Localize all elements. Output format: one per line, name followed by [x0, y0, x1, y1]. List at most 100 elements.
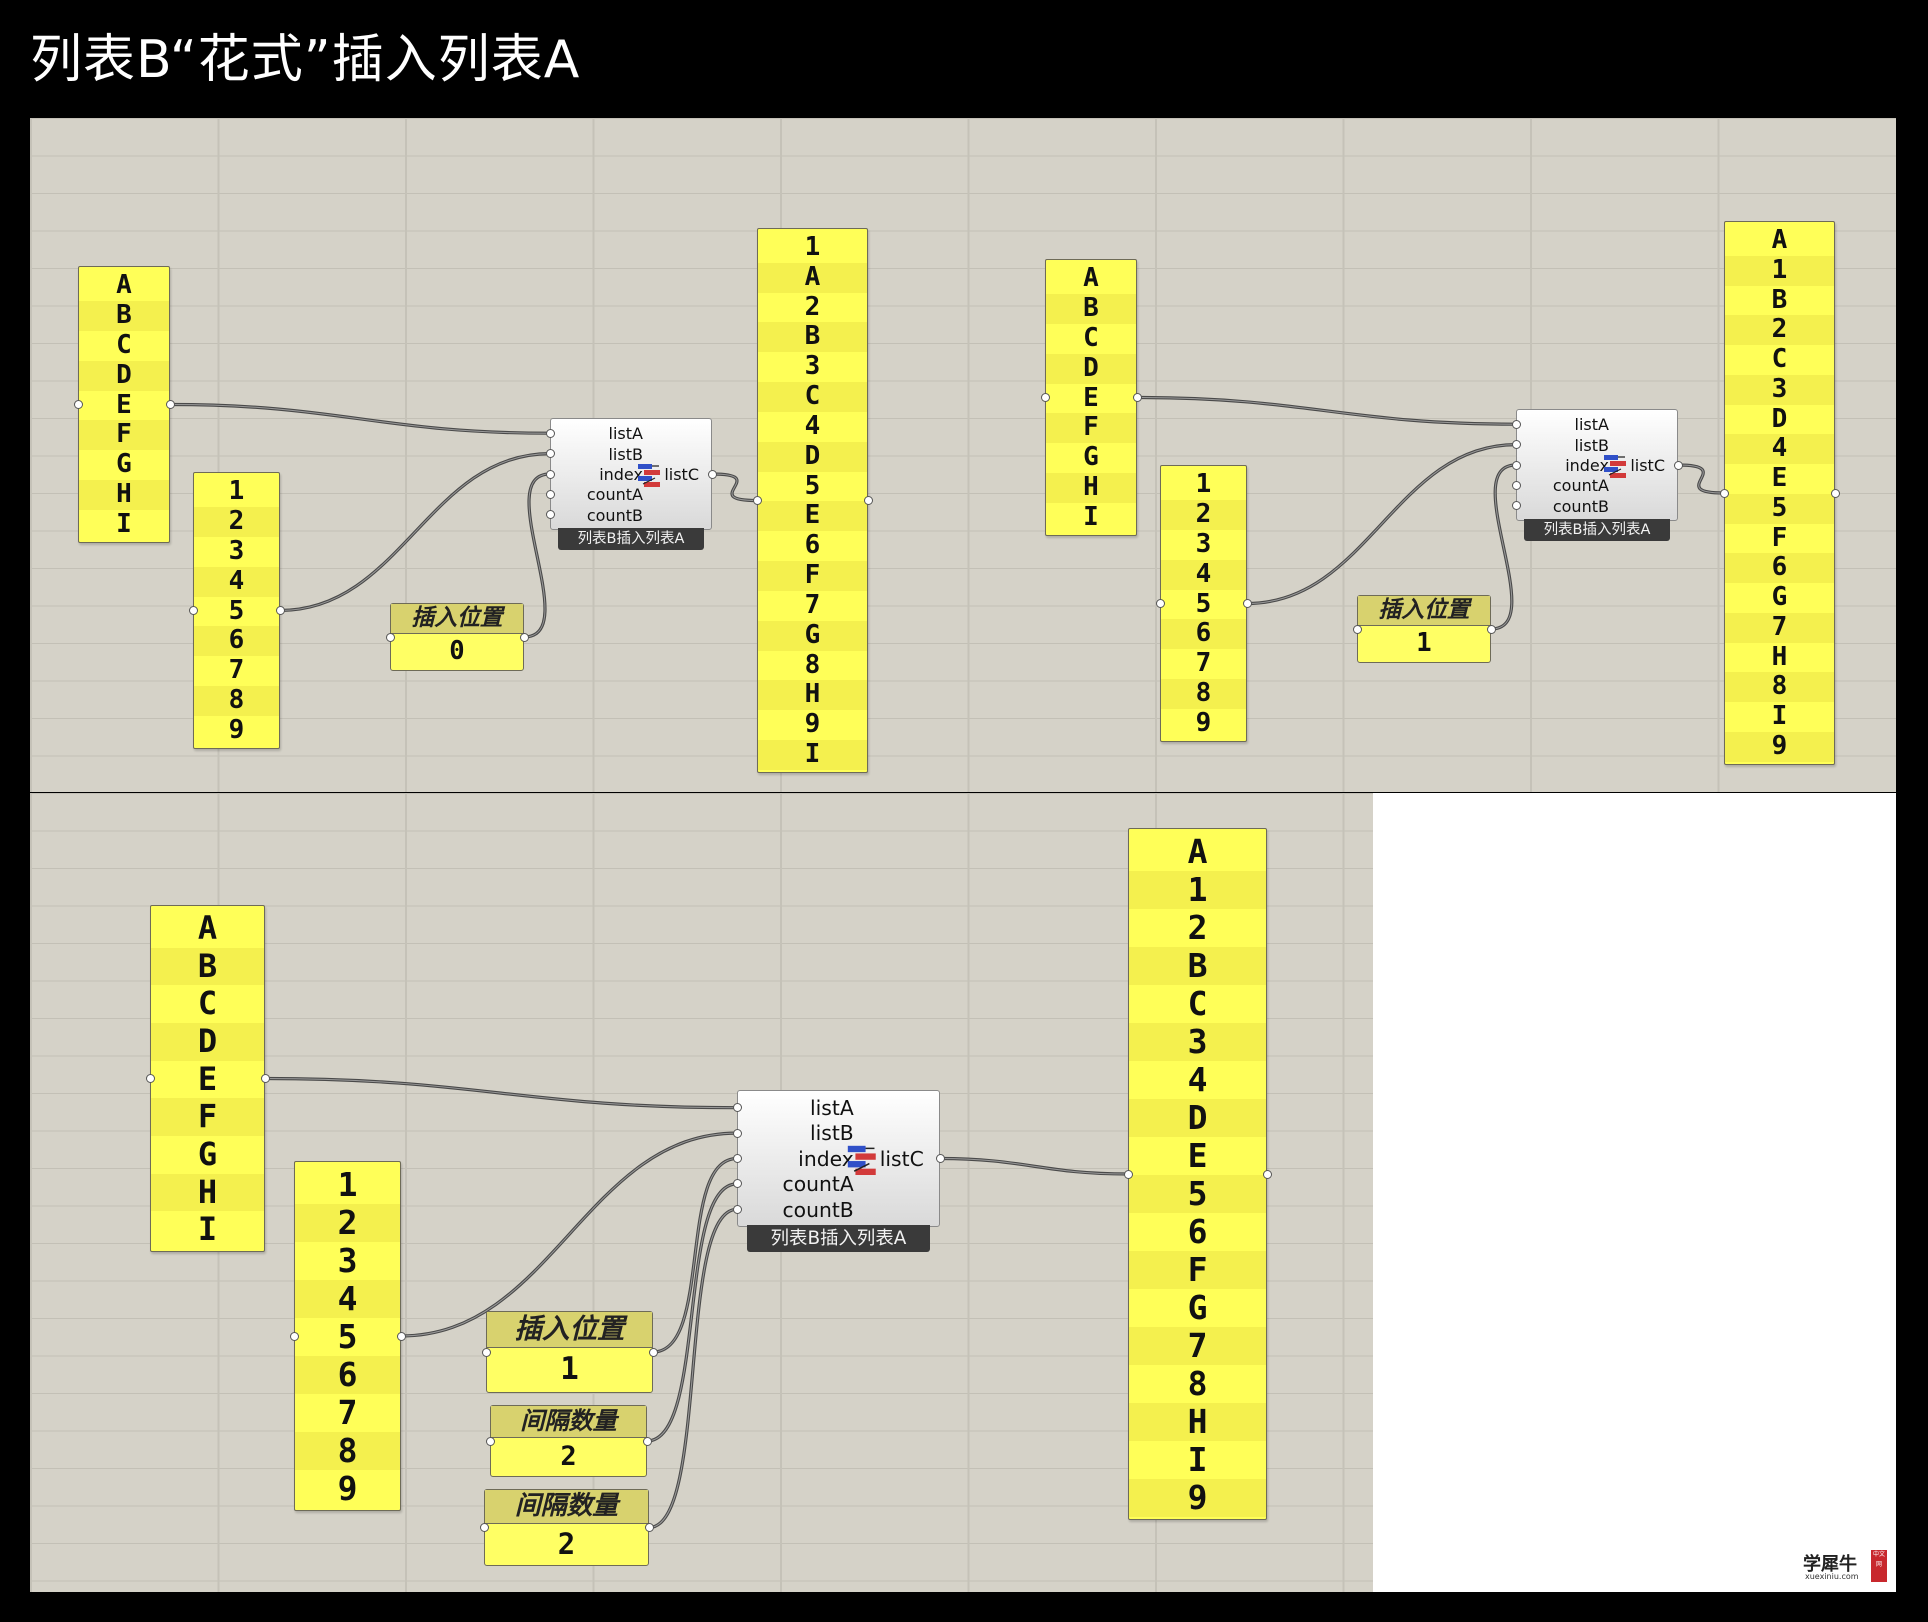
- example-1-slider-1-value: 0: [449, 636, 465, 667]
- example-1-slider-1-output-grip[interactable]: [519, 632, 529, 642]
- example-1-list-b-panel-output-grip[interactable]: [275, 606, 285, 615]
- example-3-input-counta: countA: [782, 1172, 854, 1197]
- example-1-input-lista: listA: [608, 424, 643, 444]
- example-3-slider-1-input-grip[interactable]: [481, 1347, 491, 1357]
- example-3-input-grip-counta[interactable]: [732, 1179, 742, 1189]
- example-1-output-grip-listc[interactable]: [707, 469, 717, 479]
- example-3-slider-3-label: 间隔数量: [485, 1490, 648, 1525]
- example-3-slider-1-output-grip[interactable]: [648, 1347, 658, 1357]
- example-1-result-panel-input-grip[interactable]: [752, 496, 762, 505]
- example-2-input-grip-counta[interactable]: [1511, 480, 1521, 490]
- example-3-slider-3-output-grip[interactable]: [644, 1523, 654, 1532]
- example-3-list-b-panel-output-grip[interactable]: [396, 1331, 406, 1341]
- example-2-output-grip-listc[interactable]: [1673, 460, 1683, 470]
- example-2-list-a-panel-item: I: [1083, 502, 1099, 532]
- example-2-slider-1-input-grip[interactable]: [1352, 624, 1362, 634]
- blank-area: [1373, 793, 1896, 1592]
- example-3-result-panel-item: F: [1129, 1251, 1266, 1289]
- example-1-list-b-panel-item: 8: [194, 685, 279, 716]
- example-3-input-grip-countb[interactable]: [732, 1204, 742, 1214]
- example-2-result-panel-input-grip[interactable]: [1719, 488, 1729, 498]
- example-1-list-insert-icon: [635, 461, 663, 489]
- example-1-input-grip-index[interactable]: [545, 469, 555, 479]
- example-2-list-a-panel-item: A: [1083, 263, 1099, 293]
- example-1-list-b-panel-item: 5: [228, 595, 245, 626]
- example-3-list-b-panel-item: 4: [295, 1280, 400, 1318]
- example-2-input-grip-countb[interactable]: [1511, 501, 1521, 511]
- example-2-list-a-panel-input-grip[interactable]: [1040, 393, 1050, 402]
- example-1-input-grip-counta[interactable]: [545, 489, 555, 499]
- example-1-result-panel-item: A: [758, 262, 867, 293]
- example-3-result-panel-output-grip[interactable]: [1262, 1169, 1272, 1179]
- example-1-list-a-panel-input-grip[interactable]: [73, 400, 83, 409]
- example-3-result-panel-input-grip[interactable]: [1123, 1169, 1133, 1179]
- example-3-slider-2-input-grip[interactable]: [485, 1436, 495, 1446]
- example-3-result-panel-item: 2: [1187, 908, 1208, 947]
- example-3-list-a-panel-output-grip[interactable]: [260, 1074, 270, 1083]
- example-2-list-a-panel-item: D: [1046, 353, 1136, 384]
- example-1-list-b-panel-input-grip[interactable]: [188, 606, 198, 615]
- example-2-result-panel-output-grip[interactable]: [1830, 488, 1840, 498]
- example-3-result-panel-item: E: [1187, 1136, 1208, 1175]
- example-2-result-panel-item: 7: [1725, 612, 1834, 643]
- example-1-slider-1-input-grip[interactable]: [385, 632, 395, 642]
- example-3-result-panel-item: A: [1187, 832, 1208, 871]
- watermark-logo: 学犀牛 xuexiniu.com 中文网: [1803, 1550, 1893, 1586]
- example-3-result-panel-item: 6: [1187, 1212, 1208, 1251]
- example-3-list-b-panel-item: 5: [337, 1317, 358, 1356]
- example-1-input-grip-countb[interactable]: [545, 510, 555, 520]
- example-2-slider-1-output-grip[interactable]: [1486, 624, 1496, 634]
- example-3-input-grip-index[interactable]: [732, 1154, 742, 1163]
- example-3-slider-2-label: 间隔数量: [491, 1406, 646, 1438]
- example-1-component-caption: 列表B插入列表A: [558, 528, 704, 550]
- watermark-badge: 中文网: [1871, 1550, 1887, 1582]
- example-1-list-a-panel-item: F: [79, 419, 169, 451]
- example-1-list-a-panel-item: E: [116, 389, 132, 420]
- example-1-result-panel-output-grip[interactable]: [863, 496, 873, 505]
- example-3-result-panel-item: 5: [1129, 1175, 1266, 1213]
- example-3-input-grip-listb[interactable]: [732, 1128, 742, 1138]
- example-3-list-b-panel-input-grip[interactable]: [289, 1331, 299, 1341]
- example-3-list-a-panel-input-grip[interactable]: [145, 1074, 155, 1083]
- example-2-output-listc: listC: [1630, 456, 1665, 475]
- example-2-input-grip-lista[interactable]: [1511, 419, 1521, 429]
- example-2-result-panel-item: 9: [1725, 731, 1834, 762]
- example-2-list-a-panel-item: C: [1083, 322, 1099, 353]
- example-2-input-grip-index[interactable]: [1511, 460, 1521, 470]
- example-3-slider-2-output-grip[interactable]: [642, 1436, 652, 1446]
- example-3-input-grip-lista[interactable]: [732, 1103, 742, 1113]
- example-2-list-b-panel-input-grip[interactable]: [1155, 599, 1165, 608]
- example-2-list-a-panel-output-grip[interactable]: [1132, 393, 1142, 402]
- example-1-list-a-panel-output-grip[interactable]: [165, 400, 175, 409]
- example-3-output-grip-listc[interactable]: [935, 1154, 945, 1163]
- example-1-input-grip-lista[interactable]: [545, 428, 555, 438]
- example-2-list-b-panel-item: 7: [1195, 648, 1212, 679]
- example-1-input-counta: countA: [586, 485, 643, 505]
- example-1-result-panel-item: 5: [804, 470, 821, 501]
- example-2-list-b-panel-output-grip[interactable]: [1242, 599, 1252, 608]
- example-2-slider-1-label: 插入位置: [1358, 596, 1490, 627]
- example-3-list-a-panel-item: C: [197, 984, 218, 1023]
- example-1-input-grip-listb[interactable]: [545, 449, 555, 459]
- example-1-result-panel-item: 8: [804, 649, 821, 680]
- example-2-result-panel-item: B: [1771, 284, 1788, 315]
- example-2-input-grip-listb[interactable]: [1511, 440, 1521, 450]
- example-3-slider-3-input-grip[interactable]: [479, 1523, 489, 1532]
